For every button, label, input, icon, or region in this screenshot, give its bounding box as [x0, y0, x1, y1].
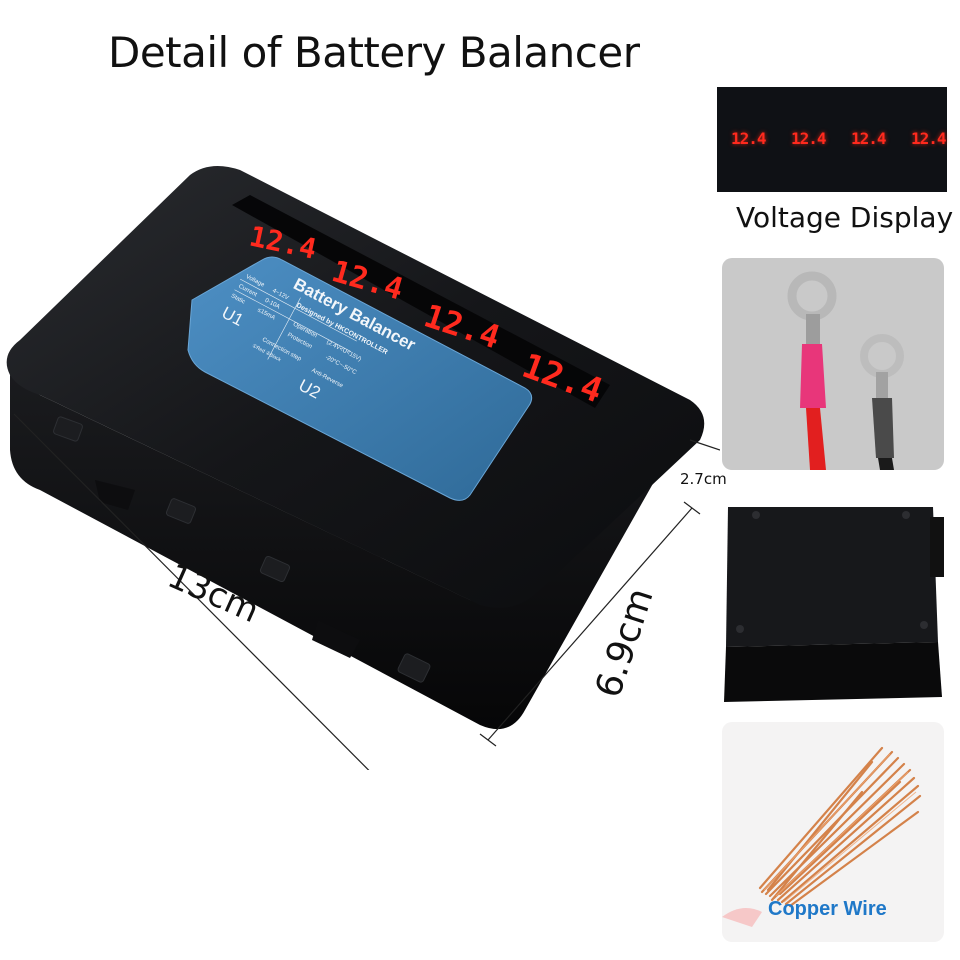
display-readout-3: 12.4	[851, 129, 887, 148]
dimension-height-label: 2.7cm	[680, 470, 727, 488]
voltage-display-photo: 12.4 12.4 12.4 12.4	[717, 87, 947, 192]
device-label	[187, 256, 533, 501]
display-readout-1: 12.4	[731, 129, 767, 148]
voltage-display-caption: Voltage Display	[736, 201, 954, 234]
port-3	[259, 555, 291, 583]
device-ports	[53, 416, 431, 683]
ring-terminals-photo	[722, 258, 944, 470]
dimension-line-width	[487, 507, 693, 741]
mounting-tab-1	[95, 480, 135, 510]
copper-wire-caption: Copper Wire	[768, 898, 887, 920]
device-front-face	[10, 375, 680, 730]
display-readout-2: 12.4	[791, 129, 827, 148]
device-back-photo	[718, 497, 948, 707]
dimension-line-height	[689, 439, 720, 451]
dimension-lines	[13, 413, 720, 770]
display-readout-4: 12.4	[911, 129, 947, 148]
mounting-tab-2	[312, 620, 360, 658]
port-2	[165, 498, 197, 524]
page-title: Detail of Battery Balancer	[108, 28, 640, 77]
dimension-line-length	[19, 419, 370, 770]
mounting-tabs	[95, 480, 360, 658]
battery-balancer-main-photo: 12.4 12.4 12.4 12.4 Battery Balancer Des…	[6, 166, 720, 770]
port-1	[53, 416, 83, 442]
display-window	[232, 195, 610, 408]
copper-wire-photo	[722, 722, 944, 942]
port-4	[397, 653, 431, 683]
